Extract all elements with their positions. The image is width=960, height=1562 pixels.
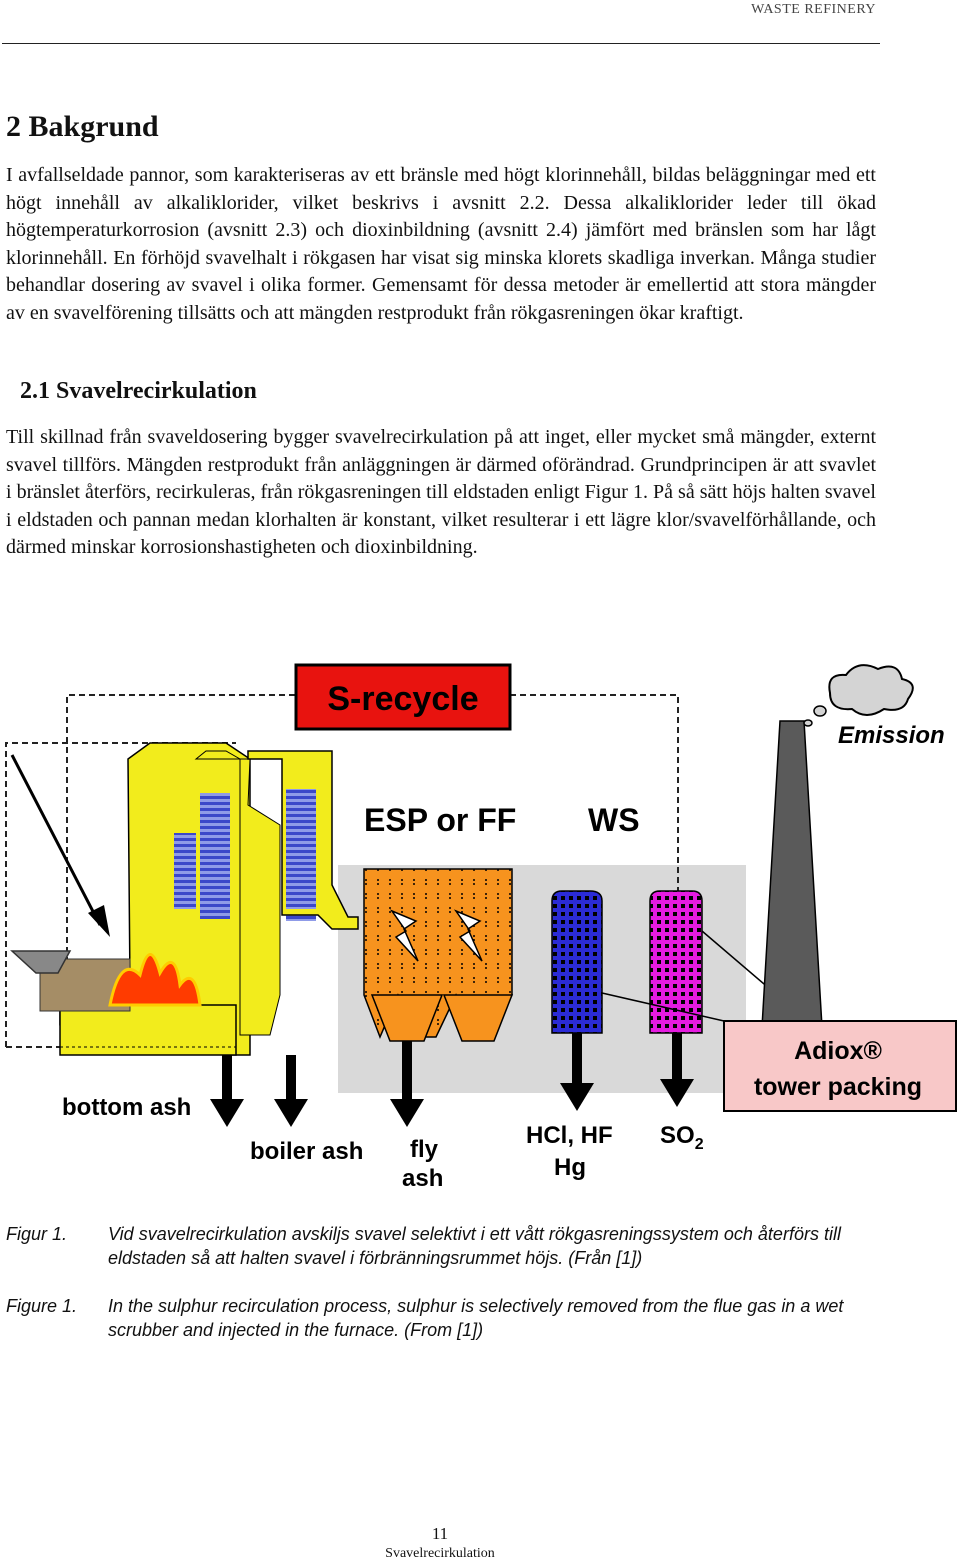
lightning-icon-2	[453, 909, 483, 962]
adiox-leader-1	[601, 992, 725, 1022]
hg-label: Hg	[554, 1154, 586, 1181]
lightning-icon-1	[389, 909, 419, 962]
ws-column-blue	[551, 890, 603, 1034]
boiler-ash-arrow	[274, 1055, 308, 1127]
adiox-box	[723, 1020, 957, 1112]
caption-label: Figur 1.	[6, 1224, 68, 1244]
smoke-puff-1	[813, 705, 827, 717]
boiler-ash-label: boiler ash	[250, 1138, 363, 1165]
emission-label: Emission	[838, 722, 945, 749]
page-number: 11	[431, 1524, 449, 1543]
s-recycle-box	[294, 663, 512, 731]
boiler-coil-1	[200, 793, 230, 919]
adiox-label-line1: Adiox®	[794, 1037, 882, 1065]
adiox-label-line2: tower packing	[754, 1073, 922, 1101]
injection-arrowhead	[88, 905, 110, 937]
hcl-hf-label: HCl, HF	[526, 1122, 613, 1149]
caption-label: Figure 1.	[6, 1296, 78, 1316]
emission-cloud-icon	[828, 664, 914, 716]
section-heading: 2 Bakgrund	[6, 110, 159, 143]
recycle-injection-arrow	[10, 754, 102, 926]
bottom-ash-arrow	[210, 1055, 244, 1127]
subsection-heading: 2.1 Svavelrecirkulation	[20, 378, 257, 404]
flame-icon	[108, 953, 202, 1007]
recycle-loop-top	[66, 694, 679, 993]
so2-subscript: 2	[695, 1136, 704, 1153]
fly-ash-arrow	[390, 1041, 424, 1127]
esp-label: ESP or FF	[364, 802, 516, 838]
boiler-coil-4	[286, 789, 316, 909]
boiler-second-pass	[194, 750, 281, 1036]
ws-label: WS	[588, 802, 640, 838]
esp-hopper-right	[442, 994, 514, 1042]
fly-label: fly	[410, 1136, 439, 1163]
ash-label: ash	[402, 1165, 443, 1192]
stack	[761, 720, 823, 1028]
ws-column-magenta	[649, 890, 703, 1034]
so2-label-main: SO	[660, 1122, 695, 1149]
so2-arrow	[660, 1033, 694, 1107]
running-header: WASTE REFINERY	[751, 2, 876, 17]
s-recycle-label: S-recycle	[327, 680, 478, 718]
boiler-coil-3	[174, 833, 196, 909]
so2-label: SO2	[660, 1122, 704, 1153]
fuel-hopper	[10, 950, 72, 974]
subsection-paragraph: Till skillnad från svaveldosering bygger…	[6, 426, 876, 559]
smoke-puff-2	[803, 719, 813, 727]
section-paragraph: I avfallseldade pannor, som karakteriser…	[6, 164, 876, 324]
caption-text: In the sulphur recirculation process, su…	[108, 1296, 844, 1340]
esp-hopper-left	[370, 994, 444, 1042]
recycle-loop-left	[5, 742, 236, 1047]
caption-text: Vid svavelrecirkulation avskiljs svavel …	[108, 1224, 841, 1268]
process-diagram: S-recycle Emission ESP or FF WS Adiox® t…	[0, 655, 960, 1220]
header-divider	[2, 43, 880, 44]
hcl-arrow	[560, 1033, 594, 1111]
bottom-ash-label: bottom ash	[62, 1094, 191, 1121]
running-footer: Svavelrecirkulation	[385, 1546, 495, 1561]
